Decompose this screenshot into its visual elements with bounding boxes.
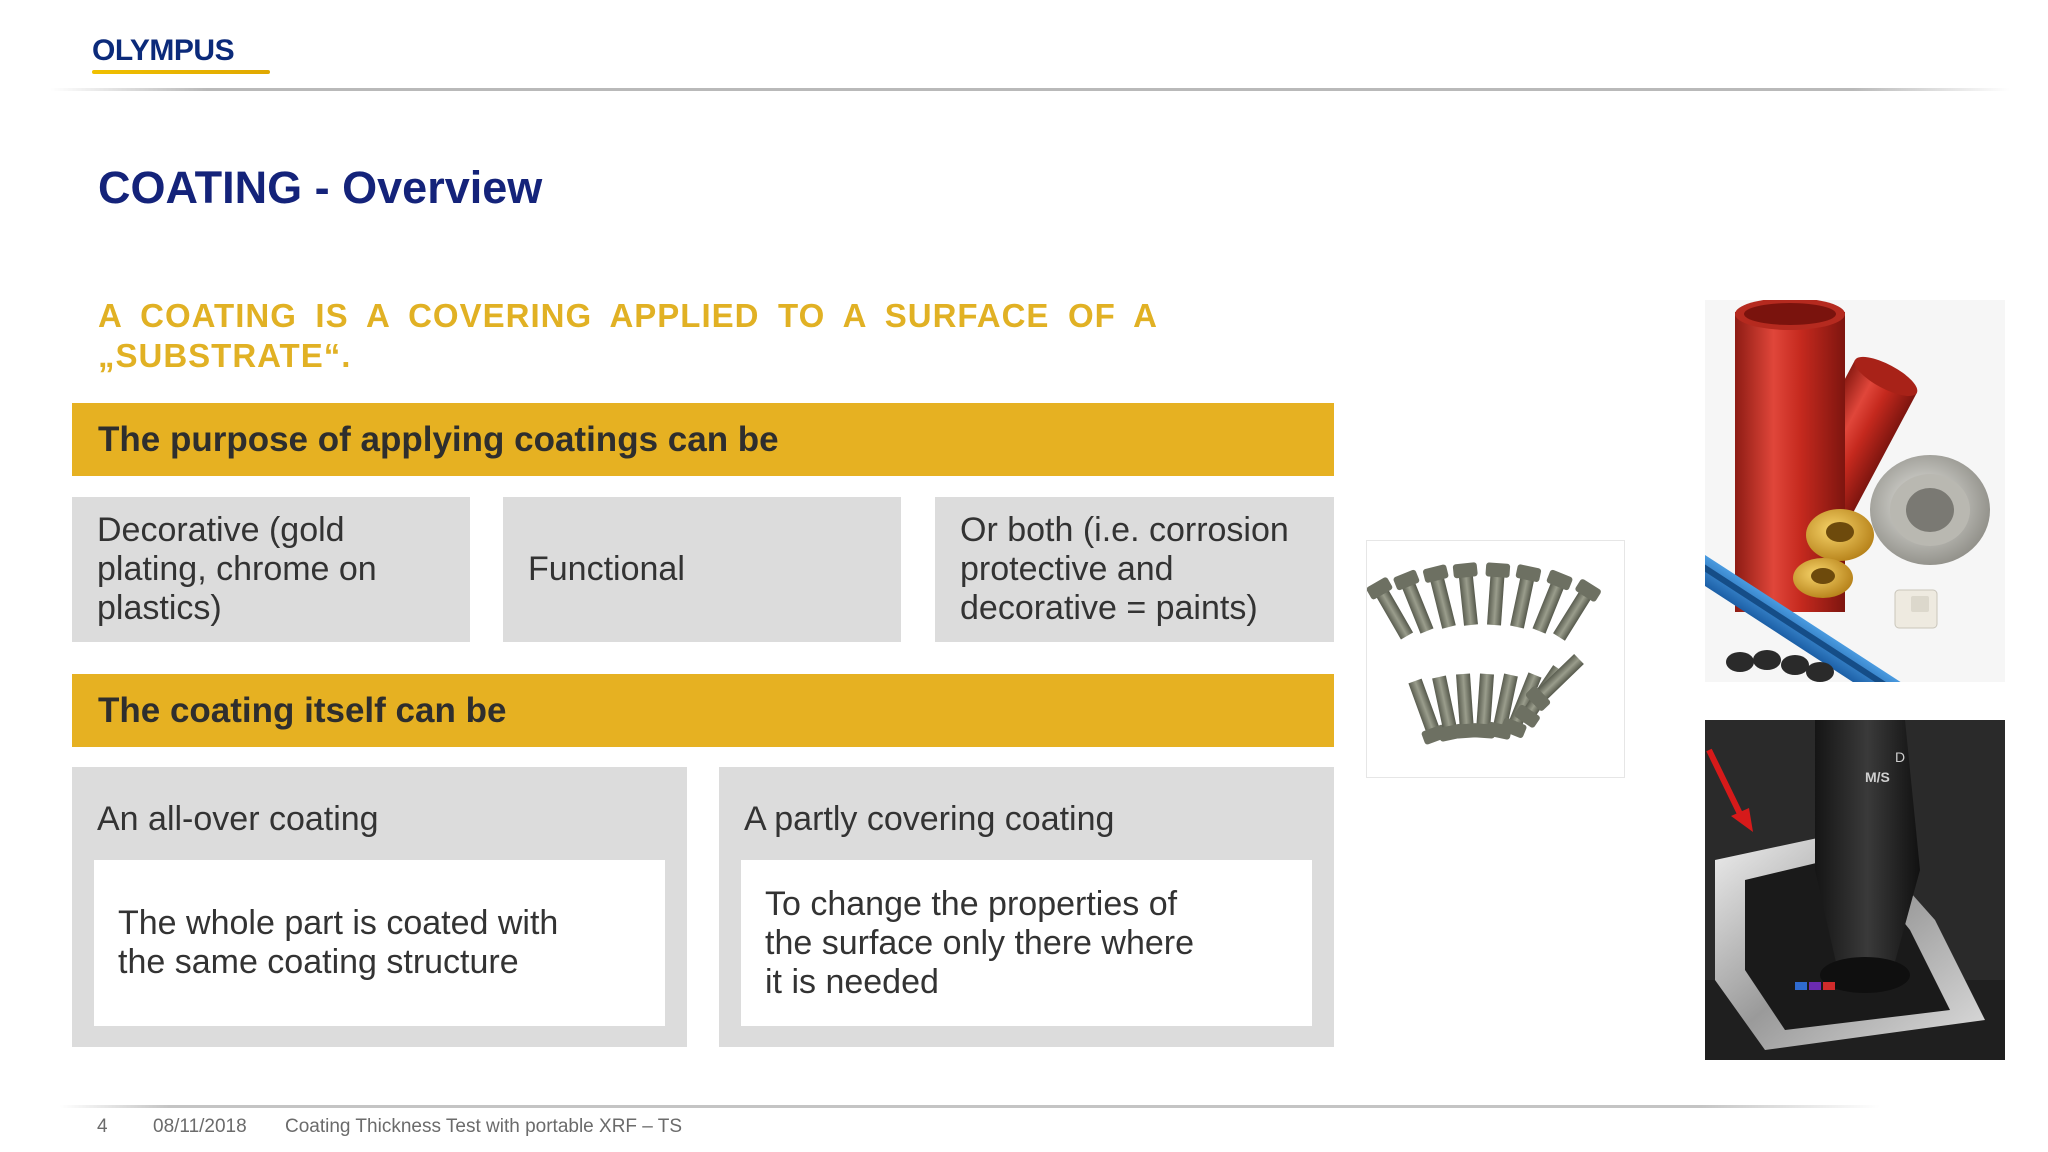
page-number: 4: [97, 1116, 108, 1137]
footer-presentation-title: Coating Thickness Test with portable XRF…: [285, 1116, 683, 1137]
coating-banner: The coating itself can be: [72, 674, 1334, 747]
slide-title: COATING - Overview: [98, 162, 543, 213]
purpose-box-text: Functional: [528, 550, 685, 588]
gear-shifter-photo: M/S D: [1705, 720, 2005, 1060]
coating-banner-label: The coating itself can be: [98, 690, 507, 730]
screws-photo: [1366, 540, 1625, 778]
svg-text:M/S: M/S: [1865, 769, 1890, 785]
coating-box-description-text: To change the properties of the surface …: [765, 884, 1195, 1001]
coating-box-all-over: An all-over coating The whole part is co…: [72, 767, 687, 1047]
purpose-banner: The purpose of applying coatings can be: [72, 403, 1334, 476]
coating-box-heading: An all-over coating: [97, 800, 379, 838]
logo-underline: [92, 70, 270, 74]
gear-shifter-illustration: M/S D: [1705, 720, 2005, 1060]
coating-box-heading: A partly covering coating: [744, 800, 1115, 838]
coated-parts-illustration: [1705, 300, 2005, 682]
coating-box-description-text: The whole part is coated with the same c…: [118, 904, 559, 981]
slide-subtitle: A COATING IS A COVERING APPLIED TO A SUR…: [98, 297, 1158, 374]
screws-illustration: [1367, 562, 1601, 745]
footer-divider: [60, 1105, 1880, 1108]
purpose-box-functional: Functional: [503, 497, 901, 642]
coating-box-description: The whole part is coated with the same c…: [94, 860, 665, 1026]
purpose-box-text: Decorative (gold plating, chrome on plas…: [97, 511, 377, 627]
header-divider: [50, 88, 2010, 91]
purpose-box-both: Or both (i.e. corrosion protective and d…: [935, 497, 1334, 642]
coating-box-partly: A partly covering coating To change the …: [719, 767, 1334, 1047]
svg-text:D: D: [1895, 749, 1905, 765]
olympus-logo: OLYMPUS: [92, 34, 235, 67]
purpose-banner-label: The purpose of applying coatings can be: [98, 419, 779, 459]
footer-date: 08/11/2018: [153, 1116, 247, 1137]
purpose-box-text: Or both (i.e. corrosion protective and d…: [960, 511, 1289, 627]
coating-box-description: To change the properties of the surface …: [741, 860, 1312, 1026]
purpose-box-decorative: Decorative (gold plating, chrome on plas…: [72, 497, 470, 642]
coated-parts-photo: [1705, 300, 2005, 682]
